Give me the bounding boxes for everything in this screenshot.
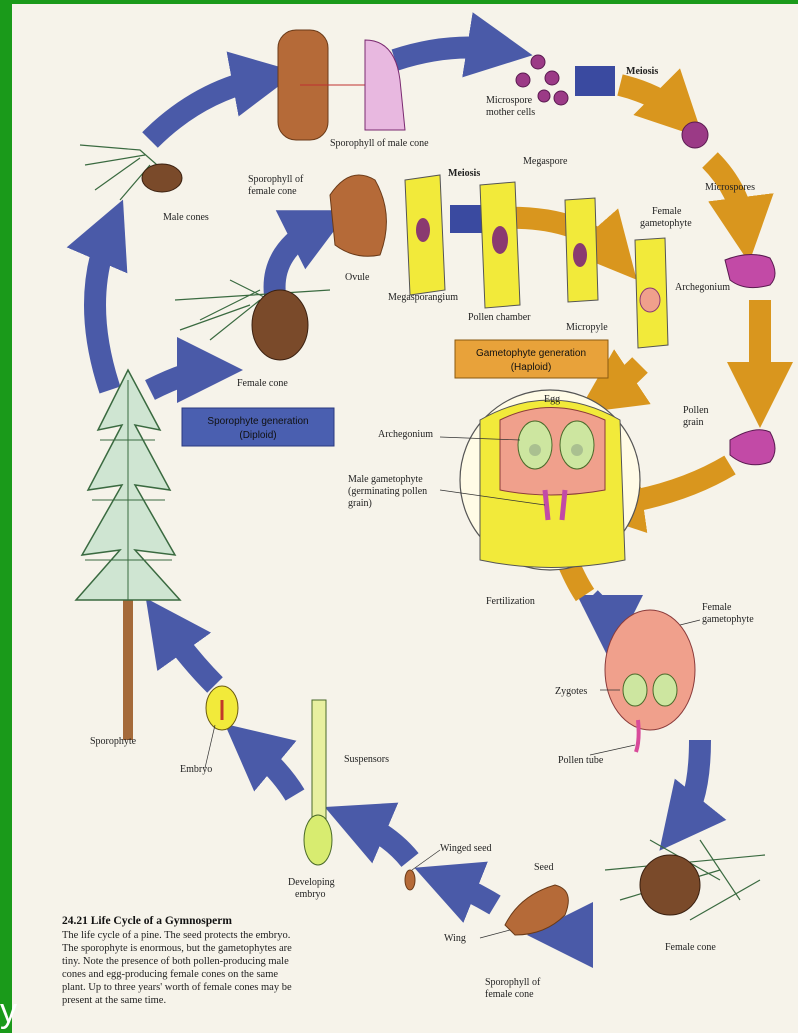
label-megasporangium: Megasporangium <box>388 292 458 303</box>
label-sporophyll-female-bottom-1: Sporophyll of <box>485 977 541 988</box>
label-male-gametophyte-1: Male gametophyte <box>348 474 423 485</box>
label-sporophyll-female-2: female cone <box>248 186 297 197</box>
label-pollen-grain-1: Pollen <box>683 405 709 416</box>
arrow-cone-to-seed <box>560 930 590 935</box>
female-gametophyte-zygote <box>605 610 695 730</box>
label-pollen-grain-2: grain <box>683 417 704 428</box>
label-sporophyll-female-1: Sporophyll of <box>248 174 304 185</box>
label-meiosis-top: Meiosis <box>626 66 658 77</box>
label-pollen-tube: Pollen tube <box>558 755 604 766</box>
label-microspore-2: mother cells <box>486 107 535 118</box>
label-female-gametophyte-top-1: Female <box>652 206 682 217</box>
label-winged-seed: Winged seed <box>440 843 492 854</box>
label-wing: Wing <box>444 933 466 944</box>
label-seed: Seed <box>534 862 553 873</box>
winged-seed <box>405 870 415 890</box>
label-female-gametophyte-right-1: Female <box>702 602 732 613</box>
caption-line: cones and egg-producing female cones on … <box>62 969 278 980</box>
caption-title: 24.21 Life Cycle of a Gymnosperm <box>62 915 232 927</box>
meiosis-top-junction <box>575 66 615 96</box>
label-pollen-chamber: Pollen chamber <box>468 312 531 323</box>
label-microspores: Microspores <box>705 182 755 193</box>
sporophyte-box-line2: (Diploid) <box>239 430 276 441</box>
label-meiosis-mid: Meiosis <box>448 168 480 179</box>
gametophyte-box-line1: Gametophyte generation <box>476 348 586 359</box>
slide-fragment-text: y <box>0 992 17 1030</box>
caption-line: tiny. Note the presence of both pollen-p… <box>62 956 289 967</box>
sporophyte-box-line1: Sporophyte generation <box>207 416 308 427</box>
label-microspore-1: Microspore <box>486 95 533 106</box>
label-female-cone-left: Female cone <box>237 378 288 389</box>
gametophyte-box-line2: (Haploid) <box>511 362 552 373</box>
label-female-gametophyte-right-2: gametophyte <box>702 614 754 625</box>
caption-line: present at the same time. <box>62 995 166 1006</box>
gametophyte-generation-box: Gametophyte generation (Haploid) <box>455 340 608 378</box>
label-egg: Egg <box>544 394 560 405</box>
ovule-detail <box>460 390 640 570</box>
label-archegonium-mid: Archegonium <box>378 429 433 440</box>
caption-line: The sporophyte is enormous, but the game… <box>62 943 292 954</box>
caption-line: plant. Up to three years' worth of femal… <box>62 982 292 993</box>
label-male-gametophyte-2: (germinating pollen <box>348 486 427 497</box>
sporophyte-generation-box: Sporophyte generation (Diploid) <box>182 408 334 446</box>
label-male-gametophyte-3: grain) <box>348 498 372 509</box>
label-developing-embryo-1: Developing <box>288 877 335 888</box>
label-archegonium-top: Archegonium <box>675 282 730 293</box>
label-fertilization: Fertilization <box>486 596 535 607</box>
label-developing-embryo-2: embryo <box>295 889 326 900</box>
label-micropyle: Micropyle <box>566 322 608 333</box>
label-sporophyte: Sporophyte <box>90 736 137 747</box>
label-megaspore: Megaspore <box>523 156 568 167</box>
label-zygotes: Zygotes <box>555 686 587 697</box>
female-cone-left <box>252 290 308 360</box>
label-female-gametophyte-top-2: gametophyte <box>640 218 692 229</box>
label-embryo: Embryo <box>180 764 212 775</box>
label-ovule: Ovule <box>345 272 370 283</box>
ovule-cone <box>330 175 386 256</box>
label-sporophyll-female-bottom-2: female cone <box>485 989 534 1000</box>
male-cone <box>142 164 182 192</box>
caption-line: The life cycle of a pine. The seed prote… <box>62 930 290 941</box>
label-male-cones: Male cones <box>163 212 209 223</box>
arrow-to-mother-cells <box>395 48 500 60</box>
label-suspensors: Suspensors <box>344 754 389 765</box>
label-female-cone-bottom: Female cone <box>665 942 716 953</box>
label-sporophyll-male: Sporophyll of male cone <box>330 138 429 149</box>
microspore-cell <box>682 122 708 148</box>
